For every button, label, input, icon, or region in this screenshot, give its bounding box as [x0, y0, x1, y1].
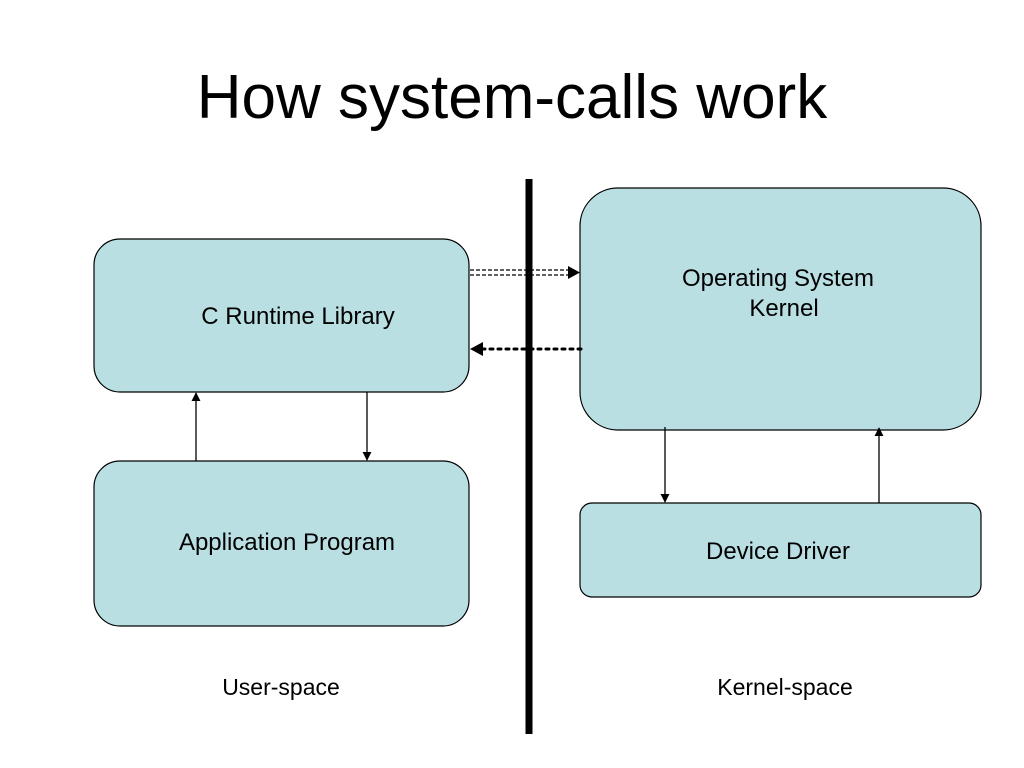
operating-system-kernel-shape	[579, 187, 982, 431]
c-runtime-library-label: C Runtime Library	[201, 303, 394, 330]
device-driver-label: Device Driver	[706, 538, 850, 565]
application-program-label: Application Program	[179, 529, 395, 556]
arrow-runtime-to-kernel	[470, 266, 580, 279]
device-driver-box: Device Driver	[579, 502, 982, 598]
application-program-shape	[93, 460, 470, 627]
user-space-label: User-space	[222, 674, 340, 700]
arrow-runtime-to-kernel-head	[568, 266, 580, 279]
operating-system-kernel-box: Operating System Kernel	[579, 187, 982, 431]
device-driver-shape	[579, 502, 982, 598]
arrow-kernel-to-runtime-head	[470, 342, 483, 356]
c-runtime-library-box: C Runtime Library	[93, 238, 470, 393]
operating-system-kernel-label-line2: Kernel	[749, 295, 818, 322]
slide-title: How system-calls work	[196, 63, 828, 132]
operating-system-kernel-label-line1: Operating System	[682, 265, 874, 292]
kernel-space-label: Kernel-space	[717, 674, 853, 700]
arrow-kernel-to-runtime	[470, 342, 583, 356]
application-program-box: Application Program	[93, 460, 470, 627]
c-runtime-library-shape	[93, 238, 470, 393]
